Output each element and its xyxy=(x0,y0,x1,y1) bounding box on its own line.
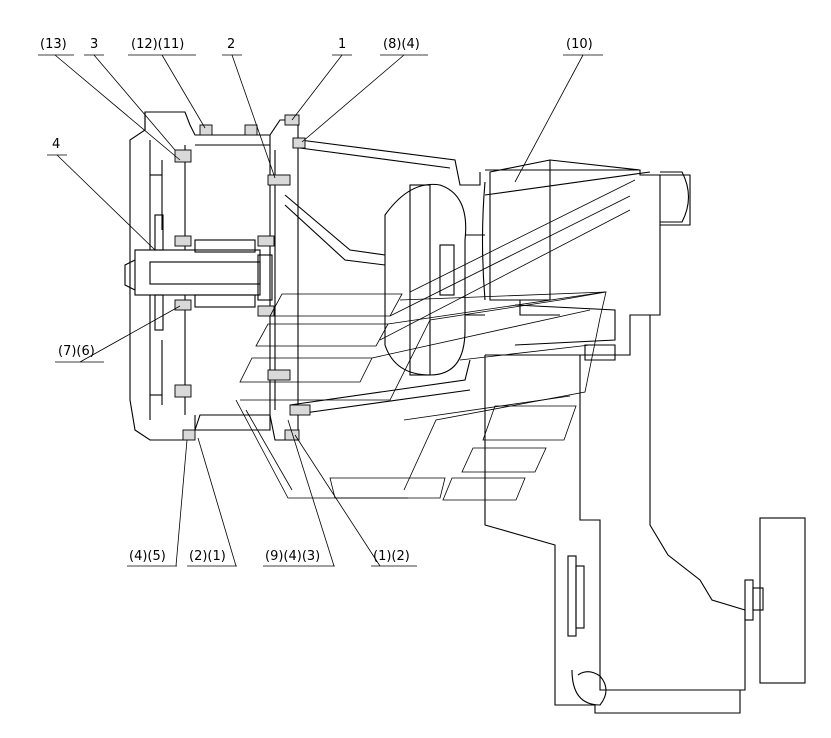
callout-9-4-3: (9)(4)(3) xyxy=(265,549,320,564)
callout-10: (10) xyxy=(566,37,593,52)
motor-cylinder xyxy=(481,159,641,316)
callout-12-11: (12)(11) xyxy=(131,37,184,52)
callout-4-5: (4)(5) xyxy=(129,549,166,564)
leader-lines xyxy=(38,54,603,567)
callout-2-1: (2)(1) xyxy=(189,549,226,564)
left-housing xyxy=(124,111,311,441)
callout-labels: (13) 3 (12)(11) 2 1 (8)(4) (10) 4 (7)(6)… xyxy=(40,37,593,564)
callout-8-4: (8)(4) xyxy=(383,37,420,52)
callout-2: 2 xyxy=(227,37,235,52)
callout-1-2: (1)(2) xyxy=(373,549,410,564)
callout-3: 3 xyxy=(90,37,98,52)
flywheel-disc xyxy=(384,183,485,376)
callout-13: (13) xyxy=(40,37,67,52)
callout-4: 4 xyxy=(52,137,60,152)
callout-7-6: (7)(6) xyxy=(58,344,95,359)
callout-1: 1 xyxy=(338,37,346,52)
exploded-plates xyxy=(235,179,636,501)
engine-body xyxy=(484,169,806,714)
clutch-housing xyxy=(284,139,481,416)
